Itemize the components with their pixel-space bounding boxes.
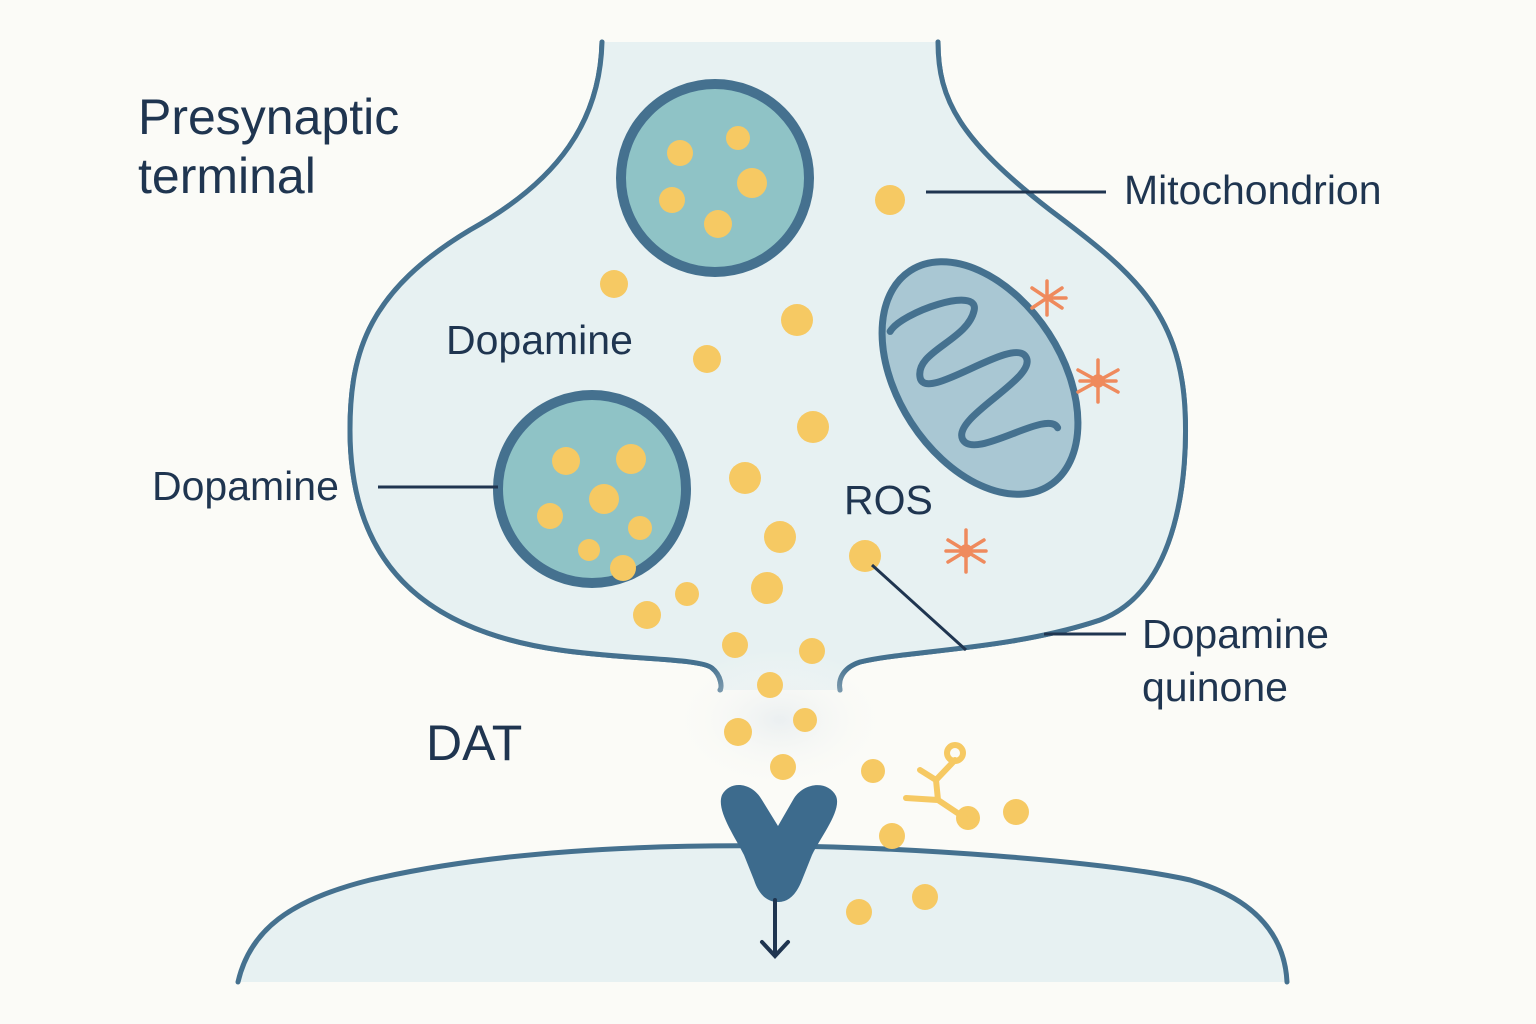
vesicle-upper xyxy=(616,79,814,277)
dopamine-molecule xyxy=(704,210,732,238)
dopamine-molecule xyxy=(675,582,699,606)
dopamine-molecule xyxy=(724,718,752,746)
presynaptic-terminal-outline-right xyxy=(837,39,1189,693)
dopamine-molecule xyxy=(659,187,685,213)
dopamine-molecule xyxy=(633,601,661,629)
dopamine-molecule xyxy=(799,638,825,664)
dopamine-molecule xyxy=(861,759,885,783)
title-presynaptic-terminal: Presynaptic terminal xyxy=(138,89,400,204)
leader-line-quinone-to-dopamine xyxy=(870,563,968,652)
dopamine-molecule xyxy=(781,304,813,336)
label-dopamine-cytosol: Dopamine xyxy=(446,317,633,363)
postsynaptic-cytoplasm xyxy=(238,845,1287,982)
synaptic-cleft-glow xyxy=(670,650,890,790)
dopamine-molecule xyxy=(770,754,796,780)
dopamine-molecule xyxy=(797,411,829,443)
dopamine-molecule xyxy=(737,168,767,198)
dopamine-molecule xyxy=(729,462,761,494)
label-dopamine-vesicle: Dopamine xyxy=(152,463,339,509)
dopamine-molecule xyxy=(600,270,628,298)
dopamine-molecule xyxy=(846,899,872,925)
ros-star-icon xyxy=(1030,279,1068,317)
dopamine-molecule xyxy=(610,555,636,581)
dopamine-molecule xyxy=(912,884,938,910)
dopamine-quinone-molecule-icon xyxy=(903,742,968,821)
dopamine-molecule xyxy=(578,539,600,561)
vesicle-lower xyxy=(493,390,691,588)
down-arrow-icon xyxy=(760,898,790,959)
presynaptic-terminal-outline xyxy=(347,39,724,693)
dopamine-molecule xyxy=(693,345,721,373)
dat-transporter-icon xyxy=(720,784,838,902)
dopamine-molecule xyxy=(537,503,563,529)
dopamine-molecule xyxy=(875,185,905,215)
label-ros: ROS xyxy=(844,477,933,523)
dopamine-molecule xyxy=(667,140,693,166)
dopamine-molecule xyxy=(552,447,580,475)
ros-star-icon xyxy=(944,528,988,574)
dopamine-molecule xyxy=(793,708,817,732)
dopamine-molecule xyxy=(589,484,619,514)
dopamine-molecule xyxy=(879,823,905,849)
dopamine-molecule xyxy=(757,672,783,698)
dopamine-molecule xyxy=(1003,799,1029,825)
dopamine-molecule xyxy=(628,516,652,540)
dopamine-molecule xyxy=(722,632,748,658)
cytosolic-dopamine xyxy=(600,185,1029,925)
dopamine-molecule xyxy=(764,521,796,553)
dopamine-molecule xyxy=(751,572,783,604)
label-dopamine-quinone: Dopamine quinone xyxy=(1142,611,1329,711)
mitochondrion xyxy=(878,258,1082,498)
label-dat: DAT xyxy=(426,715,523,771)
dopamine-molecule xyxy=(726,126,750,150)
ros-star-icon xyxy=(1076,358,1120,404)
label-mitochondrion: Mitochondrion xyxy=(1124,167,1382,213)
dopamine-molecule xyxy=(616,444,646,474)
